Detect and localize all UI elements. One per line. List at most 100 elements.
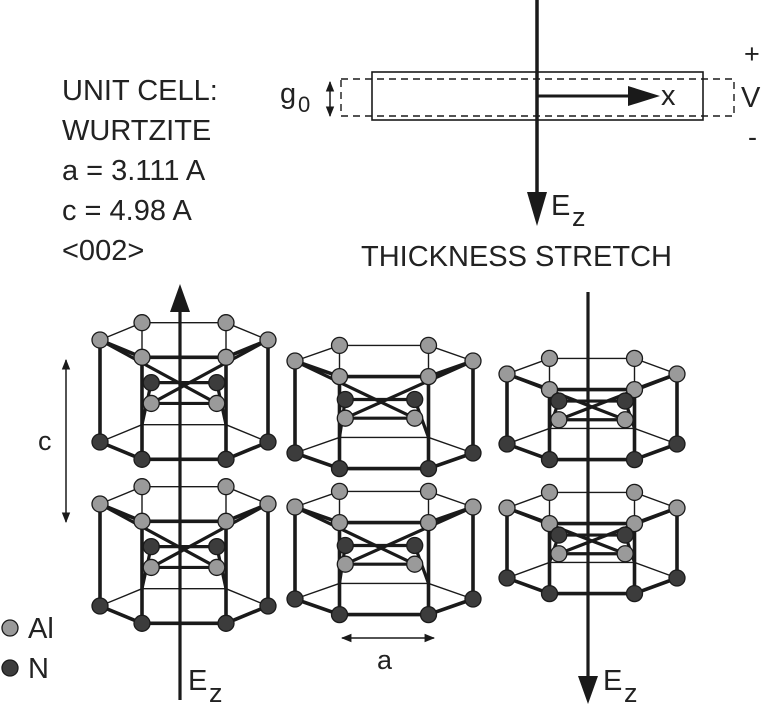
al-atom	[91, 495, 109, 513]
info-line-4: c = 4.98 A	[62, 195, 192, 227]
al-atom	[330, 367, 349, 386]
info-line-3: a = 3.111 A	[62, 155, 206, 187]
gap-label: g	[280, 78, 296, 110]
n-atom	[142, 537, 160, 556]
crystal-stack-2	[286, 336, 482, 624]
bond-cross	[149, 502, 270, 570]
n-atom	[208, 373, 226, 392]
cell-bonds	[98, 485, 270, 626]
al-atom	[142, 394, 160, 413]
al-atom	[625, 349, 644, 368]
dimension-c: c	[38, 358, 71, 524]
al-atom	[540, 514, 559, 533]
al-atom	[208, 558, 226, 577]
crystal-stack-3	[498, 349, 686, 603]
al-atom	[406, 555, 424, 573]
al-atom	[616, 545, 634, 563]
al-atom	[259, 331, 277, 349]
al-atom	[540, 380, 559, 399]
n-atom	[540, 584, 559, 603]
n-atom	[668, 569, 686, 587]
right-field-subscript: z	[624, 678, 638, 708]
al-atom	[498, 365, 516, 383]
n-atom	[336, 390, 354, 409]
al-atom	[540, 483, 559, 502]
n-atom	[286, 590, 304, 608]
al-atom	[208, 394, 226, 413]
n-atom	[616, 392, 634, 410]
al-atom	[330, 513, 349, 532]
al-atom	[286, 498, 304, 516]
cell-bonds	[505, 491, 679, 596]
n-atom	[616, 526, 634, 544]
x-axis-label: x	[661, 80, 676, 112]
n-atom	[464, 590, 482, 608]
thickness-stretch-caption: THICKNESS STRETCH	[361, 241, 672, 273]
al-atom	[217, 512, 235, 530]
n-atom	[419, 605, 438, 624]
bond-cross	[149, 338, 270, 406]
n-atom	[625, 450, 644, 469]
al-atom	[330, 482, 349, 501]
voltage-label: V	[741, 82, 761, 114]
n-atom	[330, 605, 349, 624]
al-atom	[336, 409, 354, 427]
bond-cross	[98, 338, 219, 406]
x-axis-arrow-head	[628, 86, 660, 106]
al-atom	[498, 499, 516, 517]
al-atom	[133, 348, 151, 366]
plus-sign: +	[744, 39, 760, 69]
legend-item-n: N	[1, 653, 49, 685]
al-atom	[464, 498, 482, 516]
al-atom	[133, 478, 151, 496]
cell-atoms	[498, 349, 686, 469]
al-atom	[550, 545, 568, 563]
left-field-arrow-head	[170, 284, 190, 312]
n-atom	[259, 597, 277, 615]
al-atom	[419, 482, 438, 501]
al-atom	[540, 349, 559, 368]
cell-atoms	[91, 478, 277, 632]
al-atom	[668, 499, 686, 517]
bond-cross	[293, 359, 417, 420]
al-atom	[91, 331, 109, 349]
info-line-2: WURTZITE	[62, 115, 211, 147]
n-atom	[142, 373, 160, 392]
n-atom	[406, 536, 424, 555]
n-atom	[133, 614, 151, 632]
n-atom	[550, 526, 568, 544]
cell-atoms	[286, 336, 482, 478]
n-atom	[217, 614, 235, 632]
unit-cell-info: UNIT CELL: WURTZITE a = 3.111 A c = 4.98…	[62, 75, 218, 267]
bond-cross	[98, 502, 219, 570]
field-arrow-head	[527, 192, 547, 226]
bottom-field-arrows: E z E z	[170, 284, 638, 708]
field-subscript-top: z	[572, 202, 586, 232]
cell-bonds	[98, 321, 270, 462]
cell-atoms	[286, 482, 482, 624]
al-atom	[625, 483, 644, 502]
a-dimension-label: a	[377, 645, 393, 675]
n-atom	[419, 459, 438, 478]
cell-bonds	[505, 357, 679, 462]
right-field-label: E	[603, 665, 622, 697]
n-atom	[133, 450, 151, 468]
cell-atoms	[91, 314, 277, 468]
legend-n-swatch	[1, 659, 19, 677]
al-atom	[419, 513, 438, 532]
atom-legend: Al N	[1, 613, 54, 685]
n-atom	[217, 450, 235, 468]
legend-n-label: N	[28, 653, 49, 685]
bond-cross	[343, 359, 475, 420]
al-atom	[217, 314, 235, 332]
n-atom	[208, 537, 226, 556]
left-field-subscript: z	[209, 678, 223, 708]
al-atom	[133, 512, 151, 530]
legend-item-al: Al	[1, 613, 54, 645]
bond-cross	[293, 505, 417, 566]
gap-subscript: 0	[298, 92, 310, 117]
crystal-stack-1	[91, 314, 277, 632]
thickness-stretch-figure: x g 0 + V - E z THICKNESS STRETCH	[280, 0, 761, 273]
right-field-arrow-head	[578, 676, 598, 704]
